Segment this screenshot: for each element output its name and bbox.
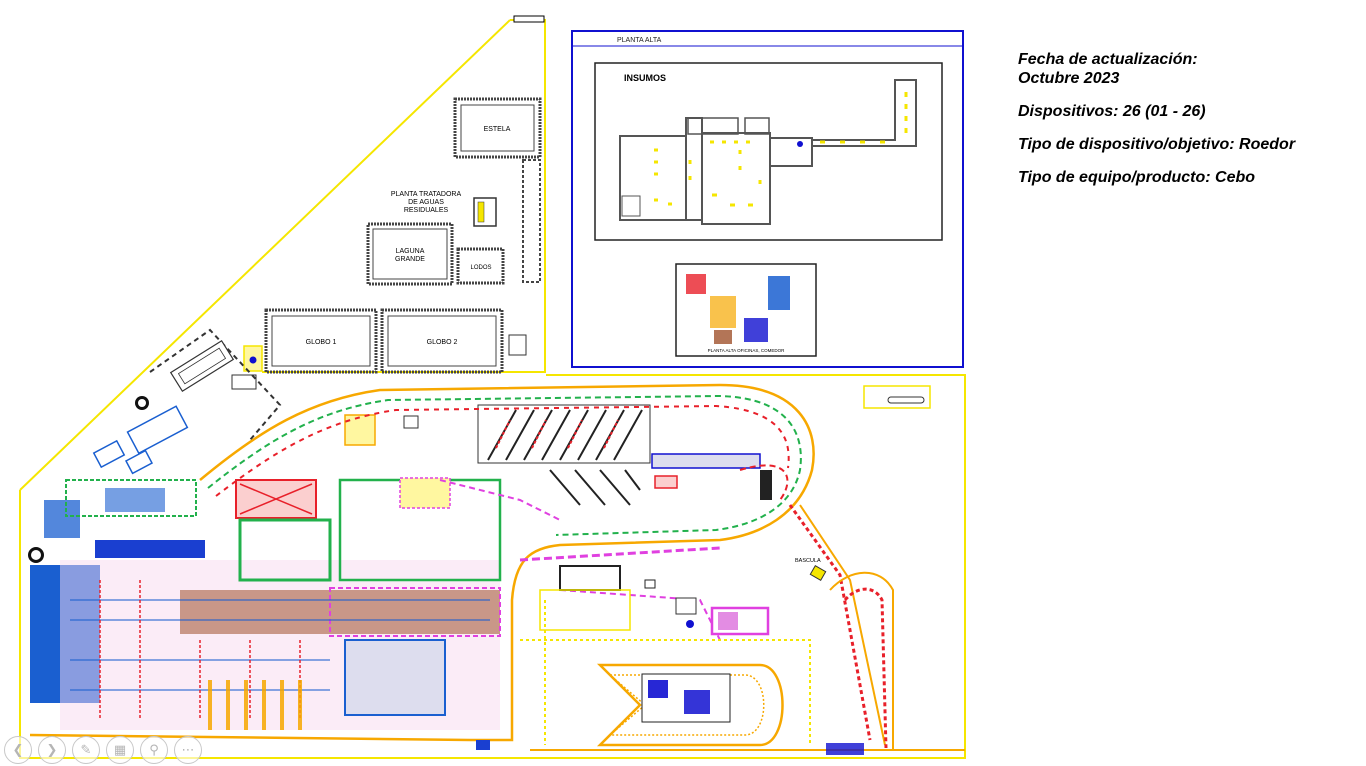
device-type: Tipo de dispositivo/objetivo: Roedor xyxy=(1018,136,1296,153)
site-plan: ESTELA PLANTA TRATADORA DE AGUAS RESIDUA… xyxy=(19,15,966,759)
ptar-label-1: PLANTA TRATADORA xyxy=(391,191,462,198)
devices-count: Dispositivos: 26 (01 - 26) xyxy=(1018,103,1206,120)
update-date: Fecha de actualización: Octubre 2023 xyxy=(1018,50,1358,88)
presentation-toolbar: ❮ ❯ ✎ ▦ ⚲ ⋯ xyxy=(4,736,202,764)
lodos-label: LODOS xyxy=(470,265,491,271)
zoom-icon[interactable]: ⚲ xyxy=(140,736,168,764)
globo2-label: GLOBO 2 xyxy=(427,339,458,346)
previous-icon[interactable]: ❮ xyxy=(4,736,32,764)
globo1-label: GLOBO 1 xyxy=(306,339,337,346)
ptar-label-3: RESIDUALES xyxy=(404,207,449,214)
estela-label: ESTELA xyxy=(484,126,511,133)
insumos-label: INSUMOS xyxy=(624,73,666,83)
ptar-label-2: DE AGUAS xyxy=(408,199,444,206)
laguna-label-2: GRANDE xyxy=(395,256,425,263)
storage-racks xyxy=(477,404,772,506)
oficinas-comedor-label: PLANTA ALTA OFICINAS, COMEDOR xyxy=(708,348,786,353)
facility-outline xyxy=(19,374,966,759)
pen-icon[interactable]: ✎ xyxy=(72,736,100,764)
laguna-label-1: LAGUNA xyxy=(396,248,425,255)
plan-info-panel: Fecha de actualización: Octubre 2023 Dis… xyxy=(1018,50,1358,201)
equipment-type: Tipo de equipo/producto: Cebo xyxy=(1018,169,1256,186)
wastewater-area: ESTELA PLANTA TRATADORA DE AGUAS RESIDUA… xyxy=(19,15,546,491)
more-icon[interactable]: ⋯ xyxy=(174,736,202,764)
update-date-label: Fecha de actualización: xyxy=(1018,51,1198,68)
production-block xyxy=(60,414,502,730)
slides-icon[interactable]: ▦ xyxy=(106,736,134,764)
update-date-value: Octubre 2023 xyxy=(1018,70,1120,87)
next-icon[interactable]: ❯ xyxy=(38,736,66,764)
parking-area: BASCULA xyxy=(476,558,864,755)
planta-alta-label: PLANTA ALTA xyxy=(617,37,662,44)
bascula-label: BASCULA xyxy=(795,558,821,564)
planta-alta-panel: PLANTA ALTA INSUMOS PLANTA ALTA OFICINAS… xyxy=(571,30,964,368)
